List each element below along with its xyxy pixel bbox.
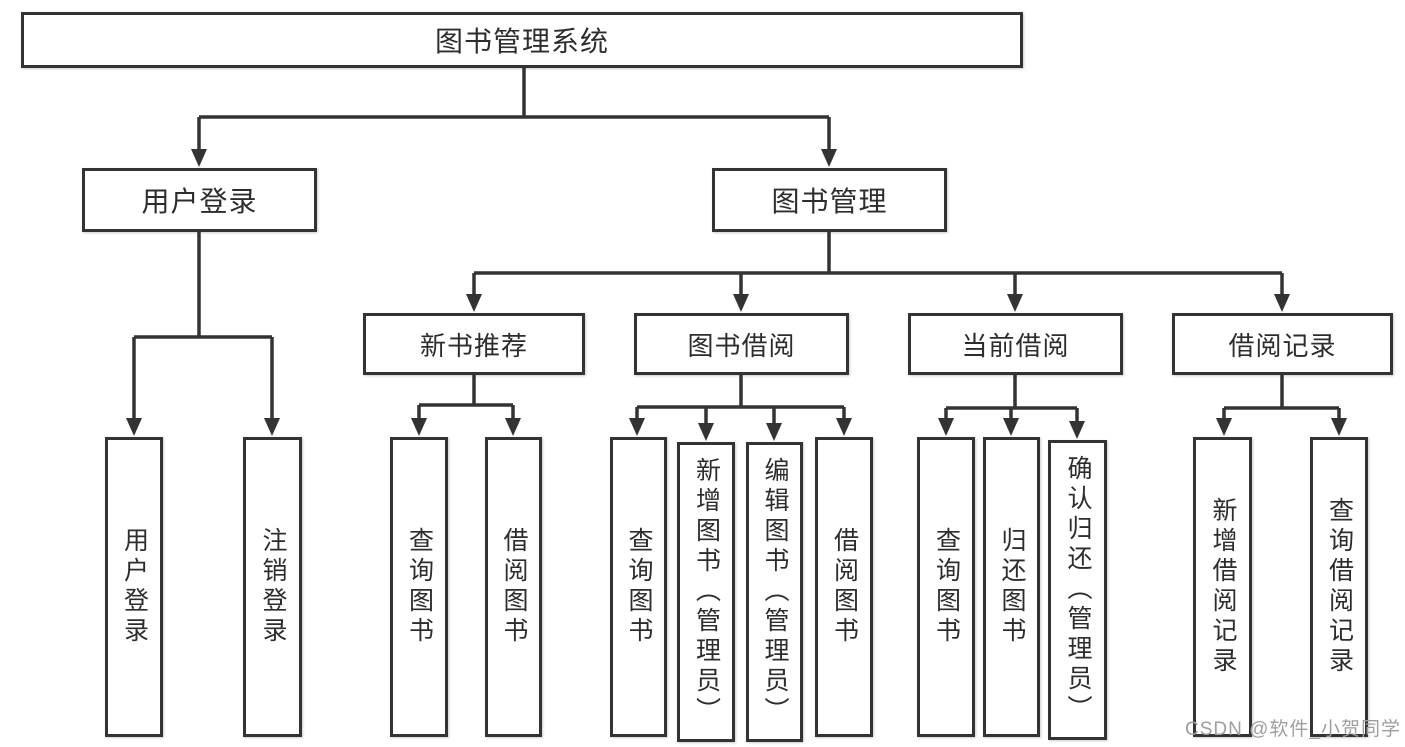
node-label: 图书借阅	[687, 330, 796, 361]
csdn-watermark: CSDN @软件_小贺同学	[1185, 719, 1401, 740]
node-label: 查询借阅记录	[1325, 497, 1354, 677]
node-label: 用户登录	[141, 186, 258, 217]
leaf-add-borrow-record: 新增借阅记录	[1193, 437, 1252, 737]
node-book-borrowing: 图书借阅	[634, 313, 849, 375]
node-book-management: 图书管理	[712, 168, 947, 232]
leaf-add-books-admin: 新增图书（管理员）	[677, 442, 735, 742]
node-label: 新书推荐	[419, 330, 528, 361]
leaf-logout: 注销登录	[243, 437, 302, 737]
leaf-query-books-borrow: 查询图书	[610, 437, 667, 737]
node-label: 用户登录	[120, 527, 149, 647]
leaf-return-books: 归还图书	[983, 437, 1040, 737]
node-label: 借阅图书	[830, 527, 859, 647]
node-label: 借阅图书	[500, 527, 528, 647]
node-label: 编辑图书（管理员）	[761, 457, 789, 727]
node-label: 新增借阅记录	[1209, 497, 1237, 677]
leaf-query-books-recommend: 查询图书	[390, 437, 448, 737]
node-label: 图书管理	[771, 186, 888, 217]
leaf-edit-books-admin: 编辑图书（管理员）	[746, 442, 803, 742]
node-library-management-system: 图书管理系统	[21, 12, 1023, 68]
leaf-borrow-books: 借阅图书	[815, 437, 873, 737]
node-borrowing-records: 借阅记录	[1172, 313, 1393, 375]
leaf-query-borrow-record: 查询借阅记录	[1310, 437, 1368, 737]
node-label: 图书管理系统	[434, 26, 609, 57]
leaf-query-books-current: 查询图书	[917, 437, 975, 737]
node-label: 确认归还（管理员）	[1064, 455, 1092, 725]
leaf-confirm-return-admin: 确认归还（管理员）	[1048, 440, 1107, 740]
node-new-book-recommendation: 新书推荐	[363, 313, 585, 375]
leaf-user-login: 用户登录	[105, 437, 163, 737]
node-label: 注销登录	[259, 527, 287, 647]
node-label: 新增图书（管理员）	[692, 457, 721, 727]
node-label: 归还图书	[998, 527, 1026, 647]
node-label: 查询图书	[625, 527, 653, 647]
node-label: 查询图书	[932, 527, 961, 647]
leaf-borrow-books-recommend: 借阅图书	[485, 437, 542, 737]
node-label: 当前借阅	[961, 330, 1070, 361]
node-label: 借阅记录	[1228, 330, 1337, 361]
node-label: 查询图书	[405, 527, 434, 647]
node-current-borrowing: 当前借阅	[908, 313, 1123, 375]
node-user-login: 用户登录	[82, 168, 317, 232]
